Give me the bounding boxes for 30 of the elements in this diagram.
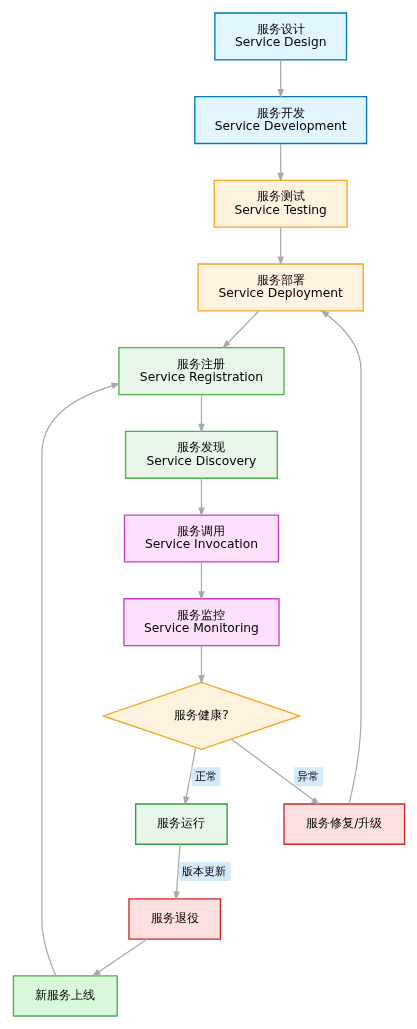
node-box: 服务修复/升级 (282, 803, 405, 845)
node-diamond: 服务健康? (100, 681, 302, 751)
arrow (276, 226, 284, 266)
node-box: 服务测试 Service Testing (213, 179, 348, 228)
edge-label: 异常 (296, 770, 319, 784)
arrow (40, 382, 121, 977)
node-box: 服务注册 Service Registration (117, 347, 285, 396)
node-box: 服务发现 Service Discovery (124, 430, 278, 479)
node-box: 服务运行 (134, 803, 228, 845)
arrow (276, 143, 284, 182)
arrow (197, 561, 205, 601)
node-box: 服务设计 Service Design (213, 12, 347, 61)
edge-label: 正常 (194, 770, 217, 784)
node-box: 服务监控 Service Monitoring (122, 598, 280, 647)
arrow (276, 59, 284, 99)
node-box: 服务开发 Service Development (193, 96, 367, 145)
arrow (221, 310, 259, 349)
node-box: 服务退役 (127, 898, 221, 940)
arrow (91, 938, 147, 977)
edge-label: 版本更新 (182, 864, 226, 878)
arrow (197, 478, 205, 517)
arrow (197, 645, 205, 685)
node-box: 服务部署 Service Deployment (196, 263, 364, 312)
arrow (182, 747, 196, 806)
node-box: 服务调用 Service Invocation (123, 514, 279, 563)
arrow (172, 843, 181, 901)
arrow (230, 738, 320, 806)
arrow (319, 309, 362, 805)
arrow (197, 394, 205, 433)
node-box: 新服务上线 (12, 975, 118, 1017)
